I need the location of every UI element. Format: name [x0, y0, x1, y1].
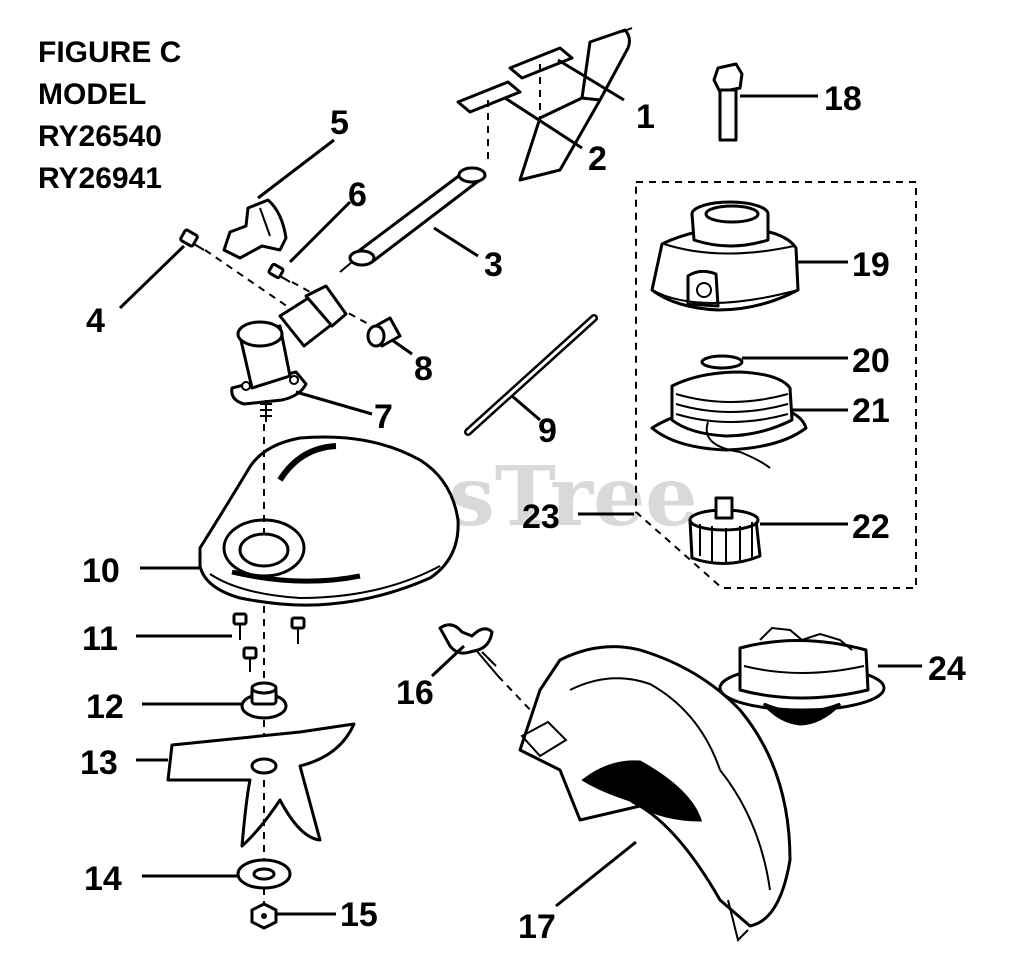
callout-9[interactable]: 9 — [538, 412, 557, 450]
part-screw-4[interactable] — [179, 228, 205, 251]
part-blade[interactable] — [166, 722, 356, 848]
callout-11[interactable]: 11 — [82, 620, 118, 658]
title-line-3: RY26540 — [38, 120, 162, 153]
callout-17[interactable]: 17 — [518, 908, 556, 946]
part-bolt-18[interactable] — [712, 62, 744, 142]
callout-19[interactable]: 19 — [852, 246, 890, 284]
part-gear-head[interactable] — [230, 284, 348, 422]
part-bolts[interactable] — [232, 612, 306, 672]
leader-lines — [118, 58, 922, 916]
part-drive-rod[interactable] — [464, 314, 598, 436]
title-line-1: FIGURE C — [38, 36, 181, 69]
part-upper-shaft[interactable] — [518, 27, 633, 182]
part-spring[interactable] — [700, 354, 744, 370]
callout-6[interactable]: 6 — [348, 176, 367, 214]
figure-title: FIGURE C MODEL RY26540 RY26941 — [38, 36, 181, 195]
trimmer-head-assembly-box — [635, 181, 917, 589]
part-decal-2[interactable] — [456, 80, 522, 114]
title-line-2: MODEL — [38, 78, 146, 111]
callout-1[interactable]: 1 — [636, 98, 655, 136]
callout-15[interactable]: 15 — [340, 896, 378, 934]
callout-12[interactable]: 12 — [86, 688, 124, 726]
callout-13[interactable]: 13 — [80, 744, 118, 782]
part-washer[interactable] — [236, 858, 292, 890]
part-nut[interactable] — [250, 902, 278, 930]
part-spool[interactable] — [650, 370, 808, 469]
callout-7[interactable]: 7 — [374, 398, 393, 436]
part-screw-6[interactable] — [267, 262, 291, 283]
title-line-4: RY26941 — [38, 162, 162, 195]
dash-wing-screw — [497, 675, 537, 717]
callout-4[interactable]: 4 — [86, 302, 105, 340]
part-wing-screw[interactable] — [438, 623, 499, 677]
part-spool-housing[interactable] — [650, 200, 800, 312]
callout-23[interactable]: 23 — [522, 498, 560, 536]
part-lower-tube[interactable] — [339, 166, 487, 273]
callout-3[interactable]: 3 — [484, 246, 503, 284]
part-alt-head[interactable] — [718, 626, 886, 726]
callout-22[interactable]: 22 — [852, 508, 890, 546]
callout-10[interactable]: 10 — [82, 552, 120, 590]
callout-14[interactable]: 14 — [84, 860, 122, 898]
callout-20[interactable]: 20 — [852, 342, 890, 380]
callout-18[interactable]: 18 — [824, 80, 862, 118]
callout-24[interactable]: 24 — [928, 650, 966, 688]
part-blade-adapter[interactable] — [240, 681, 288, 720]
callout-8[interactable]: 8 — [414, 350, 433, 388]
part-bracket[interactable] — [222, 198, 288, 260]
callout-2[interactable]: 2 — [588, 140, 607, 178]
part-guard[interactable] — [518, 645, 792, 942]
part-shield[interactable] — [198, 435, 460, 607]
callout-21[interactable]: 21 — [852, 392, 890, 430]
callout-labels: 1 2 3 4 5 6 7 8 9 10 11 12 13 14 15 16 1… — [80, 80, 966, 946]
part-decal-1[interactable] — [508, 46, 574, 80]
part-bump-knob[interactable] — [688, 496, 762, 566]
callout-5[interactable]: 5 — [330, 104, 349, 142]
callout-16[interactable]: 16 — [396, 674, 434, 712]
